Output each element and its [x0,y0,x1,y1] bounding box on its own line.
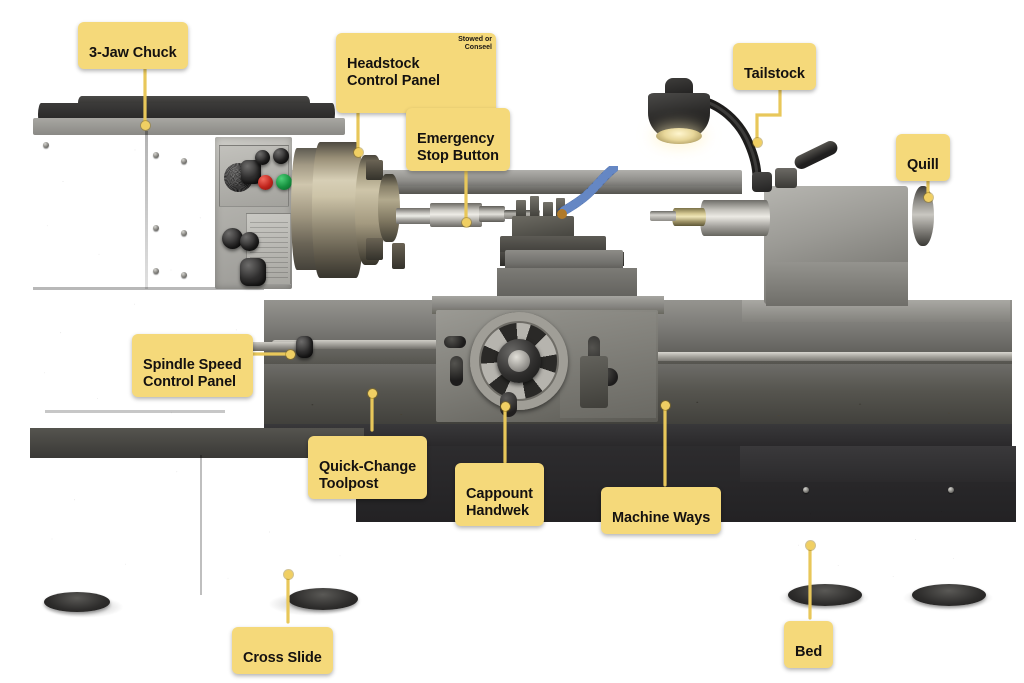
tool-holder [516,200,526,220]
quill-lock-base [775,168,797,188]
cabinet-seam [45,410,225,413]
panel-screw [153,225,159,231]
quill-collar [672,208,706,226]
leader-endpoint-ways [661,401,670,410]
leader-endpoint-estop [462,218,471,227]
headstock-panel-seam [145,131,148,289]
label-text: Cappount Handwek [466,485,533,519]
tailstock-quill [700,200,770,236]
apron-gearbox-cover [580,356,608,408]
cross-slide-top [505,250,623,272]
leader-endpoint-bed [806,541,815,550]
machine-way-rear [600,352,1012,361]
panel-screw [181,230,187,236]
panel-screw [803,487,809,493]
spindle-speed-control-lever[interactable] [296,336,313,358]
leader-endpoint-quill [924,193,933,202]
label-text: Spindle Speed Control Panel [143,356,242,390]
label-text: Emergency Stop Button [417,130,499,164]
chip-tray [264,424,1012,446]
panel-screw [153,152,159,158]
panel-knob[interactable] [273,148,289,164]
panel-screw [948,487,954,493]
label-cross-slide[interactable]: Cross Slide [232,627,333,674]
leveling-foot [44,592,110,612]
tool-holder [530,196,539,220]
panel-screw [43,142,49,148]
cross-slide-body [497,268,637,298]
chuck-nose [378,174,400,242]
chuck-jaw [366,238,383,260]
feed-knob[interactable] [240,232,259,251]
label-machine-ways[interactable]: Machine Ways [601,487,722,534]
panel-screw [181,158,187,164]
start-button[interactable] [276,174,292,190]
leader-endpoint-tailstock [753,138,762,147]
label-text: Quill [907,156,939,173]
quill-center [650,211,676,221]
leveling-foot [288,588,358,610]
leader-endpoint-handwheel [501,402,510,411]
handwheel-dial[interactable] [508,350,530,372]
label-3-jaw-chuck[interactable]: 3-Jaw Chuck [78,22,188,69]
label-text: 3-Jaw Chuck [89,44,177,61]
label-carriage-handwheel[interactable]: Cappount Handwek [455,463,544,527]
workpiece-section [479,206,505,222]
label-text: Machine Ways [612,509,711,526]
apron-right-face [560,312,656,418]
cabinet-seam [33,287,264,290]
chuck-jaw [392,243,405,269]
spindle-speed-control-shaft[interactable] [240,342,304,351]
lamp-bulb-glow [656,128,702,144]
coolant-hose [557,166,618,219]
workpiece-section [396,208,434,224]
leader-endpoint-headstock [354,148,363,157]
leader-endpoint-toolpost [368,389,377,398]
label-spindle-speed-control-panel[interactable]: Spindle Speed Control Panel [132,334,253,398]
tool-holder [543,202,553,220]
panel-knob[interactable] [255,150,270,165]
label-subtext: Stowed or Conseel [458,36,492,52]
label-text: Headstock Control Panel [347,55,440,89]
bed-top-rail-shadow [286,186,742,194]
chuck-jaw [366,160,383,180]
base-seam [200,455,202,595]
label-text: Bed [795,643,823,660]
right-base-pedestal [790,478,962,590]
leader-endpoint-chuck [141,121,150,130]
lamp-gooseneck-arm [694,95,762,180]
large-selector-knob[interactable] [240,258,266,286]
label-text: Tailstock [744,65,805,82]
emergency-stop-button[interactable] [258,175,273,190]
leader-endpoint-spindle [286,350,295,359]
panel-screw [181,272,187,278]
saddle [432,296,664,314]
tailstock-base [766,262,908,306]
panel-screw [153,268,159,274]
apron-lever[interactable] [450,356,463,386]
apron-lever[interactable] [444,336,466,348]
label-text: Quick-Change Toolpost [319,458,417,492]
workpiece-section [430,203,482,227]
label-bed[interactable]: Bed [784,621,834,668]
label-quick-change-toolpost[interactable]: Quick-Change Toolpost [308,436,428,500]
label-text: Cross Slide [243,649,322,666]
leader-endpoint-crossslide [284,570,293,579]
label-tailstock[interactable]: Tailstock [733,43,816,90]
headstock-base-pedestal [36,455,356,595]
headstock-top-ledge [33,118,345,135]
lamp-mount [752,172,772,192]
label-emergency-stop-button[interactable]: Emergency Stop Button [406,108,510,172]
bed-top-rail [286,170,742,188]
label-headstock-control-panel[interactable]: Headstock Control Panel Stowed or Consee… [336,33,496,114]
leveling-foot [912,584,986,606]
feed-knob[interactable] [222,228,243,249]
leveling-foot [788,584,862,606]
speed-selector-handle[interactable] [241,160,261,184]
right-base-ledge [740,446,1016,482]
label-quill[interactable]: Quill [896,134,950,181]
